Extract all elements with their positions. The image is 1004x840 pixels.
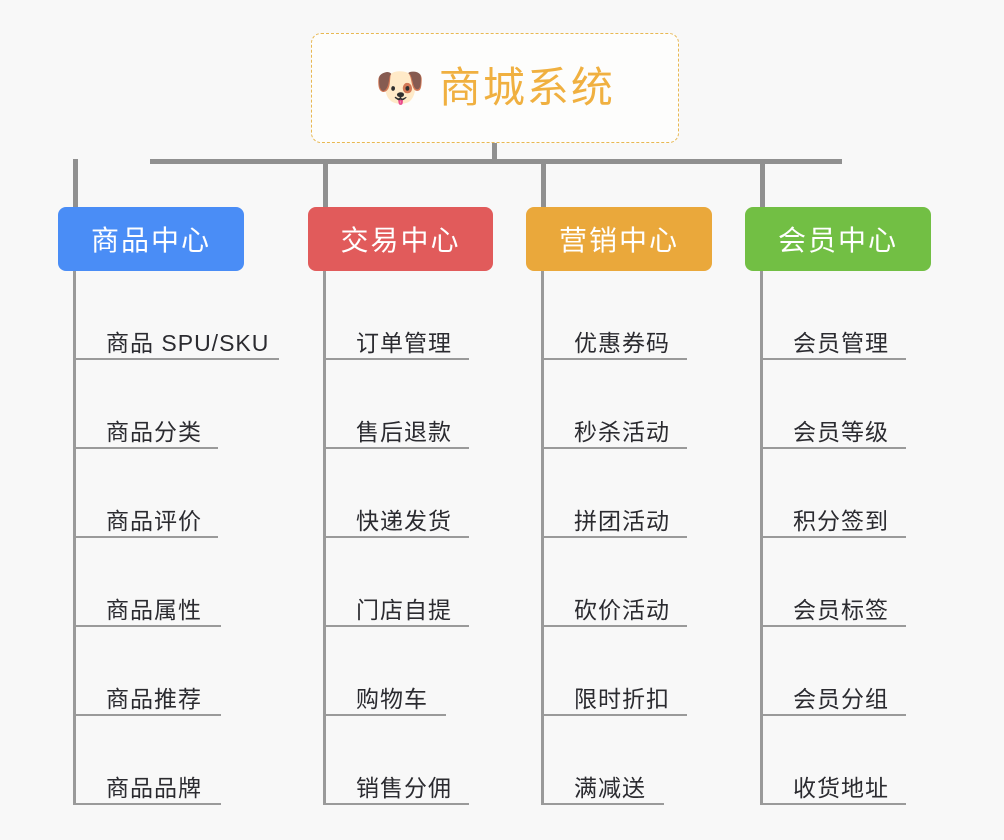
leaf-list-product: 商品 SPU/SKU 商品分类商品评价商品属性商品推荐商品品牌 (73, 271, 280, 805)
leaf-label: 秒杀活动 (574, 418, 670, 445)
leaf-label: 门店自提 (356, 596, 452, 623)
leaf-item[interactable]: 收货地址 (763, 716, 931, 805)
leaf-label: 快递发货 (356, 507, 452, 534)
column-product: 商品中心商品 SPU/SKU 商品分类商品评价商品属性商品推荐商品品牌 (58, 207, 280, 805)
leaf-item[interactable]: 满减送 (544, 716, 712, 805)
connector-drop-product (73, 159, 78, 209)
leaf-label: 售后退款 (356, 418, 452, 445)
leaf-label: 会员分组 (793, 685, 889, 712)
leaf-item[interactable]: 商品分类 (76, 360, 269, 449)
leaf-list-marketing: 优惠券码秒杀活动拼团活动砍价活动限时折扣满减送 (541, 271, 712, 805)
leaf-label: 商品评价 (106, 507, 202, 534)
leaf-item[interactable]: 销售分佣 (326, 716, 493, 805)
leaf-label: 商品属性 (106, 596, 202, 623)
leaf-label: 收货地址 (793, 774, 889, 801)
column-member: 会员中心会员管理会员等级积分签到会员标签会员分组收货地址 (745, 207, 931, 805)
leaf-label: 商品 SPU/SKU (106, 329, 270, 356)
leaf-item[interactable]: 商品属性 (76, 538, 269, 627)
leaf-label: 满减送 (574, 774, 646, 801)
leaf-item[interactable]: 积分签到 (763, 449, 931, 538)
category-label: 会员中心 (777, 225, 898, 256)
root-title: 商城系统 (438, 64, 615, 111)
leaf-label: 限时折扣 (574, 685, 670, 712)
connector-drop-member (760, 159, 765, 209)
leaf-label: 积分签到 (793, 507, 889, 534)
leaf-item[interactable]: 砍价活动 (544, 538, 712, 627)
leaf-label: 商品分类 (106, 418, 202, 445)
category-box-marketing[interactable]: 营销中心 (526, 207, 712, 271)
leaf-label: 会员管理 (793, 329, 889, 356)
leaf-item[interactable]: 会员管理 (763, 271, 931, 360)
leaf-item[interactable]: 快递发货 (326, 449, 493, 538)
root-node[interactable]: 🐶 商城系统 (311, 33, 679, 143)
leaf-label: 砍价活动 (574, 596, 670, 623)
leaf-item[interactable]: 会员等级 (763, 360, 931, 449)
connector-root-stem (492, 143, 497, 163)
leaf-list-trade: 订单管理售后退款快递发货门店自提购物车销售分佣 (323, 271, 493, 805)
connector-horizontal-bar (150, 159, 842, 164)
category-box-product[interactable]: 商品中心 (58, 207, 244, 271)
leaf-item[interactable]: 会员标签 (763, 538, 931, 627)
connector-drop-trade (323, 159, 328, 209)
leaf-label: 会员标签 (793, 596, 889, 623)
leaf-item[interactable]: 会员分组 (763, 627, 931, 716)
leaf-label: 拼团活动 (574, 507, 670, 534)
category-label: 交易中心 (340, 225, 461, 256)
connector-drop-marketing (541, 159, 546, 209)
leaf-item[interactable]: 优惠券码 (544, 271, 712, 360)
leaf-label: 商品品牌 (106, 774, 202, 801)
leaf-list-member: 会员管理会员等级积分签到会员标签会员分组收货地址 (760, 271, 931, 805)
shiba-dog-face-icon: 🐶 (375, 66, 425, 110)
column-marketing: 营销中心优惠券码秒杀活动拼团活动砍价活动限时折扣满减送 (526, 207, 712, 805)
leaf-item[interactable]: 商品品牌 (76, 716, 269, 805)
leaf-item[interactable]: 门店自提 (326, 538, 493, 627)
leaf-item[interactable]: 订单管理 (326, 271, 493, 360)
category-label: 商品中心 (90, 225, 211, 256)
leaf-label: 销售分佣 (356, 774, 452, 801)
leaf-label: 优惠券码 (574, 329, 670, 356)
leaf-label: 订单管理 (356, 329, 452, 356)
leaf-item[interactable]: 商品评价 (76, 449, 269, 538)
leaf-label: 会员等级 (793, 418, 889, 445)
leaf-label: 购物车 (356, 685, 428, 712)
leaf-item[interactable]: 购物车 (326, 627, 493, 716)
leaf-item[interactable]: 秒杀活动 (544, 360, 712, 449)
category-box-member[interactable]: 会员中心 (745, 207, 931, 271)
leaf-label: 商品推荐 (106, 685, 202, 712)
category-box-trade[interactable]: 交易中心 (308, 207, 493, 271)
leaf-item[interactable]: 商品 SPU/SKU (76, 271, 280, 360)
column-trade: 交易中心订单管理售后退款快递发货门店自提购物车销售分佣 (308, 207, 493, 805)
leaf-item[interactable]: 商品推荐 (76, 627, 269, 716)
leaf-item[interactable]: 售后退款 (326, 360, 493, 449)
category-label: 营销中心 (558, 225, 679, 256)
leaf-item[interactable]: 限时折扣 (544, 627, 712, 716)
leaf-item[interactable]: 拼团活动 (544, 449, 712, 538)
